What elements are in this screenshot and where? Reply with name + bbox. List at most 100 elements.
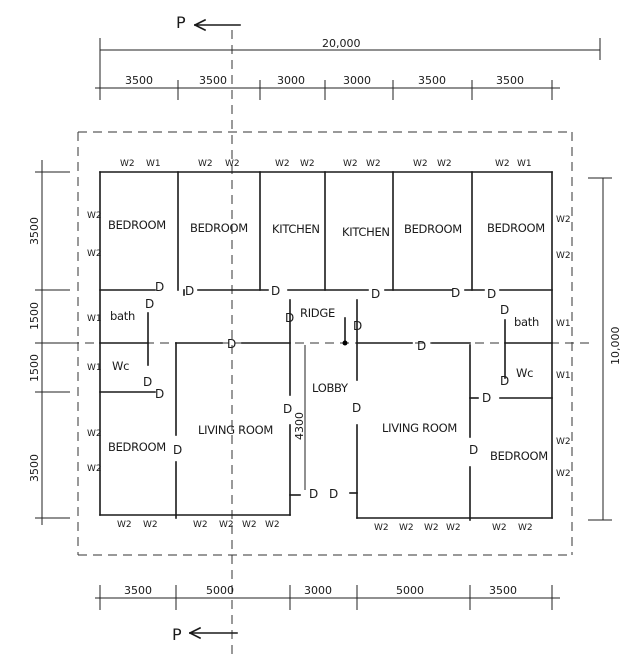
window-label: W2 — [87, 429, 102, 439]
room-label: RIDGE — [300, 306, 335, 320]
section-marker-bottom: P — [172, 625, 182, 644]
window-label: W1 — [87, 314, 102, 324]
door-label: D — [371, 287, 380, 301]
overall-depth-label: 10,000 — [609, 327, 622, 366]
room-label: KITCHEN — [342, 225, 390, 239]
top-dimension-label: 3000 — [343, 74, 371, 87]
door-label: D — [227, 337, 236, 351]
door-label: D — [353, 319, 362, 333]
door-label: D — [500, 374, 509, 388]
window-label: W2 — [117, 520, 132, 530]
door-label: D — [173, 443, 182, 457]
door-label: D — [500, 303, 509, 317]
window-label: W1 — [556, 371, 571, 381]
door-label: D — [155, 387, 164, 401]
window-label: W2 — [87, 464, 102, 474]
top-dimension-label: 3000 — [277, 74, 305, 87]
room-label: bath — [110, 309, 135, 323]
section-marker-top: P — [176, 13, 186, 32]
section-arrow — [193, 18, 207, 27]
bottom-dimension-label: 5000 — [396, 584, 424, 597]
bottom-dimension-label: 3500 — [489, 584, 517, 597]
section-arrow — [188, 626, 202, 635]
window-label: W2 — [300, 159, 315, 169]
door-label: D — [329, 487, 338, 501]
room-label: Wc — [516, 366, 533, 380]
left-dimension-label: 1500 — [28, 302, 41, 330]
room-label: BEDROOM — [487, 221, 545, 235]
top-dimension-label: 3500 — [199, 74, 227, 87]
window-label: W2 — [225, 159, 240, 169]
window-label: W1 — [556, 319, 571, 329]
room-label: BEDROOM — [490, 449, 548, 463]
window-label: W2 — [219, 520, 234, 530]
overall-width-label: 20,000 — [322, 37, 361, 50]
door-label: D — [451, 286, 460, 300]
window-label: W2 — [143, 520, 158, 530]
window-label: W2 — [366, 159, 381, 169]
window-label: W2 — [87, 249, 102, 259]
door-label: D — [143, 375, 152, 389]
window-label: W2 — [399, 523, 414, 533]
door-label: D — [285, 311, 294, 325]
room-label: KITCHEN — [272, 222, 320, 236]
room-label: LOBBY — [312, 381, 349, 395]
lobby-dimension-label: 4300 — [293, 412, 306, 440]
door-label: D — [417, 339, 426, 353]
door-label: D — [352, 401, 361, 415]
window-label: W2 — [556, 469, 571, 479]
door-label: D — [487, 287, 496, 301]
window-label: W2 — [492, 523, 507, 533]
door-label: D — [155, 280, 164, 294]
window-label: W2 — [413, 159, 428, 169]
door-label: D — [283, 402, 292, 416]
top-dimension-label: 3500 — [125, 74, 153, 87]
top-dimension-label: 3500 — [496, 74, 524, 87]
window-label: W2 — [242, 520, 257, 530]
top-dimension-label: 3500 — [418, 74, 446, 87]
window-label: W2 — [437, 159, 452, 169]
door-label: D — [309, 487, 318, 501]
door-label: D — [482, 391, 491, 405]
room-label: LIVING ROOM — [198, 423, 273, 437]
window-label: W2 — [556, 437, 571, 447]
window-label: W2 — [446, 523, 461, 533]
window-label: W2 — [87, 211, 102, 221]
window-label: W2 — [193, 520, 208, 530]
window-label: W2 — [518, 523, 533, 533]
window-label: W2 — [374, 523, 389, 533]
room-label: BEDROOM — [108, 440, 166, 454]
room-label: LIVING ROOM — [382, 421, 457, 435]
window-label: W2 — [495, 159, 510, 169]
plan-lines — [35, 18, 612, 655]
bottom-dimension-label: 3500 — [124, 584, 152, 597]
ridge-point — [342, 340, 348, 346]
room-label: BEDROOM — [108, 218, 166, 232]
room-label: BEDROOM — [190, 221, 248, 235]
window-label: W2 — [265, 520, 280, 530]
section-arrow — [188, 631, 202, 640]
left-dimension-label: 3500 — [28, 454, 41, 482]
bottom-dimension-label: 3000 — [304, 584, 332, 597]
left-dimension-label: 1500 — [28, 354, 41, 382]
door-label: D — [469, 443, 478, 457]
window-label: W2 — [120, 159, 135, 169]
bottom-dimension-label: 5000 — [206, 584, 234, 597]
left-dimension-label: 3500 — [28, 217, 41, 245]
door-label: D — [185, 284, 194, 298]
room-label: BEDROOM — [404, 222, 462, 236]
window-label: W2 — [198, 159, 213, 169]
room-label: bath — [514, 315, 539, 329]
window-label: W2 — [556, 215, 571, 225]
door-label: D — [271, 284, 280, 298]
window-label: W1 — [146, 159, 161, 169]
window-label: W2 — [556, 251, 571, 261]
door-label: D — [145, 297, 154, 311]
window-label: W2 — [343, 159, 358, 169]
room-label: Wc — [112, 359, 129, 373]
window-label: W1 — [517, 159, 532, 169]
section-arrow — [193, 23, 207, 32]
window-label: W1 — [87, 363, 102, 373]
plan-labels: P P 20,000 10,000 4300 3500 3500 3000 3000 3… — [28, 13, 622, 644]
